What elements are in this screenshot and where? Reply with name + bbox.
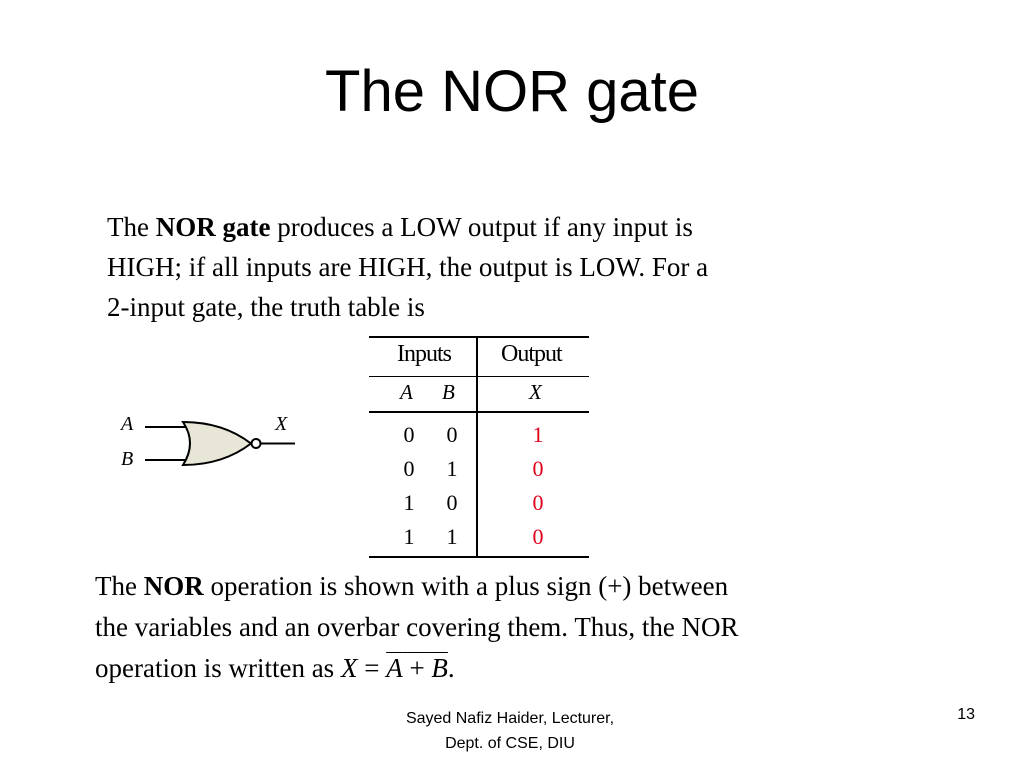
subheader-x: X <box>529 380 542 404</box>
intro-paragraph: The NOR gate produces a LOW output if an… <box>107 207 907 327</box>
formula-nor-expression: A + B <box>386 653 448 683</box>
table-header-rule <box>369 376 589 377</box>
operation-line-1: The NOR operation is shown with a plus s… <box>95 566 955 607</box>
slide-footer: Sayed Nafiz Haider, Lecturer, Dept. of C… <box>360 706 660 756</box>
operation-text-prefix: operation is written as <box>95 653 341 683</box>
footer-department: Dept. of CSE, DIU <box>445 735 575 752</box>
formula-output: X <box>340 653 358 683</box>
header-inputs: Inputs <box>397 341 452 367</box>
row-4-a: 1 <box>403 524 415 549</box>
intro-text-start: The <box>107 212 156 242</box>
subheader-a: A <box>400 380 413 404</box>
operation-text-rest: operation is shown with a plus sign (+) … <box>203 571 729 601</box>
row-1-a: 0 <box>403 422 415 447</box>
operation-paragraph: The NOR operation is shown with a plus s… <box>95 566 955 689</box>
nor-gate-symbol <box>145 420 295 467</box>
intro-line-2: HIGH; if all inputs are HIGH, the output… <box>107 252 709 282</box>
operation-text-start: The <box>95 571 144 601</box>
row-3-b: 0 <box>446 490 458 515</box>
row-1-b: 0 <box>446 422 458 447</box>
gate-input-b-label: B <box>121 448 134 470</box>
table-bottom-rule <box>369 556 589 558</box>
gate-output-label: X <box>275 413 288 435</box>
intro-text-rest: produces a LOW output if any input is <box>270 212 693 242</box>
row-4-b: 1 <box>446 524 458 549</box>
intro-line-1: The NOR gate produces a LOW output if an… <box>107 207 907 247</box>
subheader-b: B <box>442 380 455 404</box>
row-2-x: 0 <box>532 456 544 481</box>
gate-input-a-label: A <box>121 413 134 435</box>
row-2-a: 0 <box>403 456 415 481</box>
table-divider <box>476 336 478 558</box>
page-number: 13 <box>957 706 975 723</box>
operation-bold-term: NOR <box>143 571 204 601</box>
nor-gate-diagram: A B X <box>115 405 305 475</box>
row-3-a: 1 <box>403 490 415 515</box>
formula-equals: = <box>357 653 387 683</box>
operation-line-3: operation is written as X = A + B. <box>95 648 955 689</box>
footer-author: Sayed Nafiz Haider, Lecturer, <box>405 710 615 727</box>
row-3-x: 0 <box>532 490 544 515</box>
table-top-rule <box>369 336 589 338</box>
row-2-b: 1 <box>446 456 458 481</box>
formula-var-b: B <box>431 653 448 683</box>
intro-line-3: 2-input gate, the truth table is <box>107 292 425 322</box>
formula-period: . <box>447 653 455 683</box>
formula-var-a: A <box>386 653 403 683</box>
slide-title: The NOR gate <box>325 59 699 124</box>
nor-gate-body <box>181 420 253 467</box>
inversion-bubble <box>250 438 262 449</box>
table-subheader-rule <box>369 411 589 413</box>
header-output: Output <box>501 341 563 367</box>
formula-plus: + <box>402 653 432 683</box>
row-1-x: 1 <box>532 422 544 447</box>
truth-table: Inputs Output A B X 0 0 1 0 1 0 1 0 0 1 … <box>369 336 589 558</box>
operation-line-2: the variables and an overbar covering th… <box>95 612 739 642</box>
intro-bold-term: NOR gate <box>155 212 271 242</box>
row-4-x: 0 <box>532 524 544 549</box>
